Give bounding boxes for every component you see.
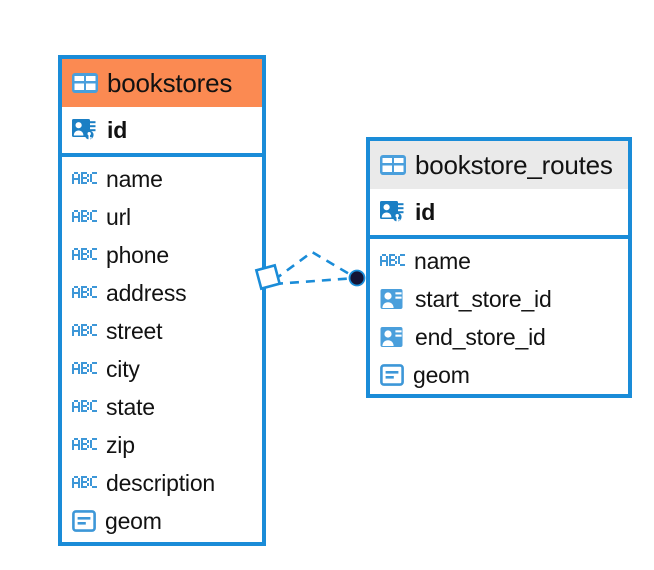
entity-bookstores[interactable]: bookstores	[58, 55, 266, 546]
field-label-id: id	[107, 116, 128, 143]
field-label-geom: geom	[413, 361, 470, 388]
text-abc-icon	[380, 254, 405, 268]
field-label-start-store-id: start_store_id	[415, 285, 552, 312]
field-row-state[interactable]: state	[62, 388, 262, 426]
primary-key-icon	[72, 118, 98, 142]
geometry-icon	[380, 364, 404, 386]
field-row-geom[interactable]: geom	[62, 502, 262, 540]
field-row-url[interactable]: url	[62, 198, 262, 236]
relationship-connector[interactable]	[252, 236, 382, 316]
relationship-line-upper	[273, 250, 357, 282]
field-label-phone: phone	[106, 241, 169, 268]
field-list-bookstore-routes: name start_store_id	[370, 239, 628, 394]
field-row-geom[interactable]: geom	[370, 356, 628, 394]
field-row-name[interactable]: name	[62, 160, 262, 198]
field-label-url: url	[106, 203, 131, 230]
field-row-description[interactable]: description	[62, 464, 262, 502]
field-label-city: city	[106, 355, 140, 382]
field-label-zip: zip	[106, 431, 135, 458]
field-row-id[interactable]: id	[62, 107, 262, 153]
entity-header-bookstore-routes[interactable]: bookstore_routes	[370, 141, 628, 189]
text-abc-icon	[72, 210, 97, 224]
table-icon	[380, 155, 406, 175]
field-label-end-store-id: end_store_id	[415, 323, 546, 350]
text-abc-icon	[72, 324, 97, 338]
primary-key-section-bookstores: id	[62, 107, 262, 157]
field-label-state: state	[106, 393, 155, 420]
relationship-target-dot-icon	[348, 269, 366, 287]
field-row-zip[interactable]: zip	[62, 426, 262, 464]
primary-key-section-bookstore-routes: id	[370, 189, 628, 239]
primary-key-icon	[380, 200, 406, 224]
entity-title-bookstores: bookstores	[107, 67, 233, 98]
text-abc-icon	[72, 400, 97, 414]
entity-title-bookstore-routes: bookstore_routes	[415, 149, 613, 180]
field-label-geom: geom	[105, 507, 162, 534]
table-icon	[72, 73, 98, 93]
field-label-street: street	[106, 317, 163, 344]
field-label-address: address	[106, 279, 187, 306]
foreign-key-icon	[380, 326, 406, 348]
field-label-description: description	[106, 469, 216, 496]
foreign-key-icon	[380, 288, 406, 310]
field-row-street[interactable]: street	[62, 312, 262, 350]
text-abc-icon	[72, 286, 97, 300]
text-abc-icon	[72, 476, 97, 490]
text-abc-icon	[72, 172, 97, 186]
text-abc-icon	[72, 362, 97, 376]
entity-bookstore-routes[interactable]: bookstore_routes	[366, 137, 632, 398]
field-list-bookstores: name u	[62, 157, 262, 540]
field-row-city[interactable]: city	[62, 350, 262, 388]
field-label-id: id	[415, 198, 436, 225]
entity-header-bookstores[interactable]: bookstores	[62, 59, 262, 107]
geometry-icon	[72, 510, 96, 532]
field-row-name[interactable]: name	[370, 242, 628, 280]
text-abc-icon	[72, 438, 97, 452]
field-row-phone[interactable]: phone	[62, 236, 262, 274]
field-label-name: name	[106, 165, 163, 192]
field-row-id[interactable]: id	[370, 189, 628, 235]
field-row-start-store-id[interactable]: start_store_id	[370, 280, 628, 318]
field-row-address[interactable]: address	[62, 274, 262, 312]
field-label-name: name	[414, 247, 471, 274]
text-abc-icon	[72, 248, 97, 262]
field-row-end-store-id[interactable]: end_store_id	[370, 318, 628, 356]
relationship-line-lower	[273, 276, 357, 286]
